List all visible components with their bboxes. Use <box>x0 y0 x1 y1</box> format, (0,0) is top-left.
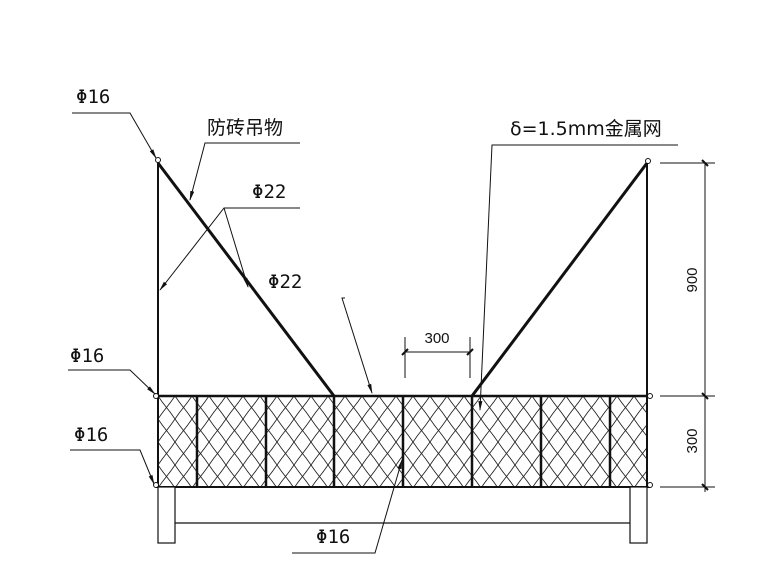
label-anti-brick: 防砖吊物 <box>207 117 283 139</box>
mesh-dividers <box>195 396 612 487</box>
legs <box>157 486 648 544</box>
mesh-panel <box>156 394 650 488</box>
frame <box>153 157 653 544</box>
dim-height-mesh: 300 <box>684 428 701 453</box>
dim-height-upper: 900 <box>684 267 701 292</box>
label-mesh: δ=1.5mm金属网 <box>510 118 662 140</box>
dim-spacing: 300 <box>424 330 449 347</box>
label-rod-bottom-left: Φ16 <box>74 424 108 446</box>
label-brace-2: Φ22 <box>268 271 302 293</box>
label-rod-bottom: Φ16 <box>316 526 350 548</box>
label-rod-mid-left: Φ16 <box>70 345 104 367</box>
label-rod-top-left: Φ16 <box>76 86 110 108</box>
leaders <box>68 112 678 554</box>
dimension-lines <box>401 159 715 492</box>
label-brace-1: Φ22 <box>252 181 286 203</box>
